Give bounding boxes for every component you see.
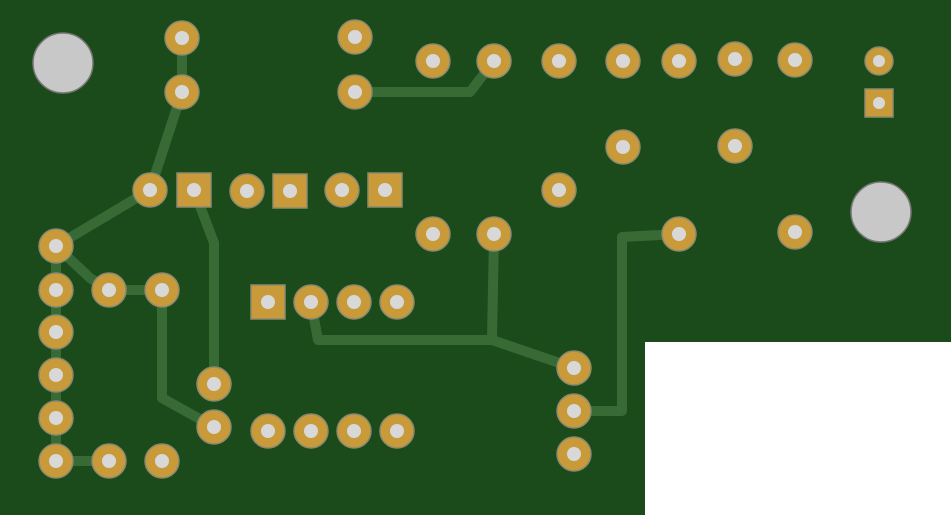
round-pad bbox=[38, 357, 74, 393]
round-pad bbox=[38, 228, 74, 264]
round-pad bbox=[556, 393, 592, 429]
round-pad bbox=[144, 272, 180, 308]
round-pad bbox=[336, 413, 372, 449]
round-pad bbox=[91, 443, 127, 479]
round-pad bbox=[144, 443, 180, 479]
mounting-hole bbox=[850, 181, 912, 243]
round-pad bbox=[556, 436, 592, 472]
round-pad bbox=[324, 172, 360, 208]
round-pad bbox=[38, 272, 74, 308]
round-pad bbox=[337, 74, 373, 110]
round-pad bbox=[336, 284, 372, 320]
square-pad bbox=[367, 172, 403, 208]
trace bbox=[569, 229, 684, 416]
round-pad bbox=[132, 172, 168, 208]
round-pad bbox=[661, 216, 697, 252]
trace bbox=[51, 185, 155, 251]
mounting-hole bbox=[32, 32, 94, 94]
round-pad bbox=[541, 43, 577, 79]
mounting-holes bbox=[32, 32, 912, 243]
trace bbox=[157, 285, 219, 432]
square-pad bbox=[272, 173, 308, 209]
round-pad bbox=[556, 350, 592, 386]
round-pad bbox=[38, 400, 74, 436]
round-pad bbox=[164, 20, 200, 56]
round-pad bbox=[293, 413, 329, 449]
round-pad bbox=[196, 366, 232, 402]
round-pad bbox=[91, 272, 127, 308]
round-pad bbox=[229, 173, 265, 209]
round-pad bbox=[605, 129, 641, 165]
round-pad bbox=[476, 216, 512, 252]
component-pads bbox=[38, 19, 894, 479]
trace bbox=[306, 229, 499, 345]
round-pad bbox=[661, 43, 697, 79]
square-pad bbox=[250, 284, 286, 320]
round-pad bbox=[415, 216, 451, 252]
round-pad bbox=[164, 74, 200, 110]
round-pad bbox=[250, 413, 286, 449]
round-pad bbox=[717, 128, 753, 164]
round-pad bbox=[379, 284, 415, 320]
round-pad bbox=[38, 443, 74, 479]
round-pad bbox=[476, 43, 512, 79]
round-pad-small bbox=[864, 46, 894, 76]
round-pad bbox=[38, 314, 74, 350]
round-pad bbox=[196, 409, 232, 445]
round-pad bbox=[415, 43, 451, 79]
round-pad bbox=[777, 214, 813, 250]
square-pad bbox=[176, 172, 212, 208]
round-pad bbox=[293, 284, 329, 320]
round-pad bbox=[337, 19, 373, 55]
round-pad bbox=[777, 42, 813, 78]
round-pad bbox=[541, 172, 577, 208]
square-pad-small bbox=[864, 88, 894, 118]
round-pad bbox=[717, 41, 753, 77]
round-pad bbox=[379, 413, 415, 449]
round-pad bbox=[605, 43, 641, 79]
